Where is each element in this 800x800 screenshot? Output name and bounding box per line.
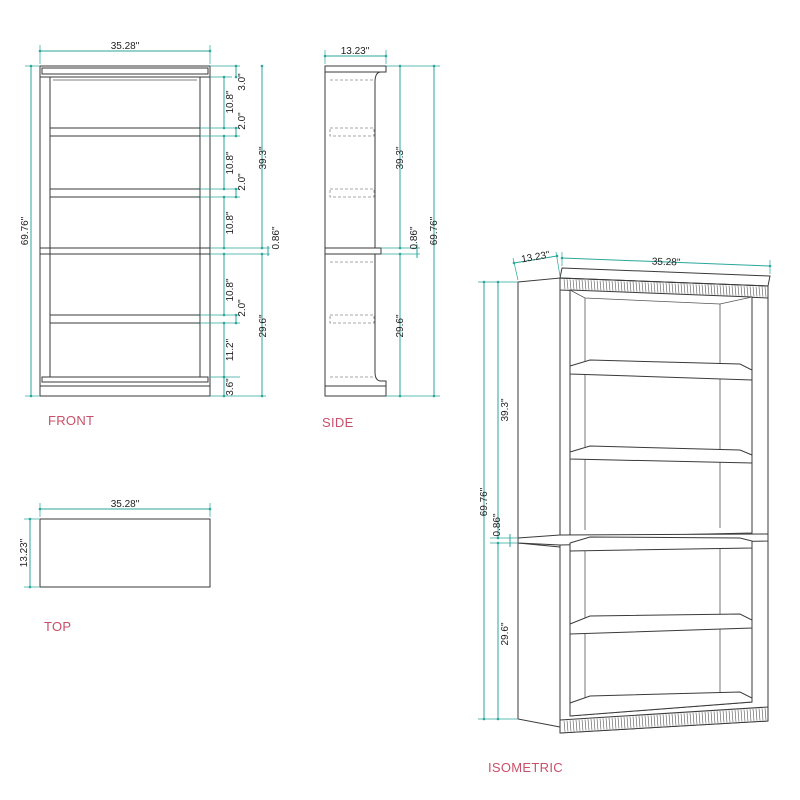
iso-lower-label: 29.6" xyxy=(500,622,511,645)
side-view: 13.23" 39.3" 29.6" 0.86" 69.76" SIDE xyxy=(322,46,440,430)
front-shelf2-label: 2.0" xyxy=(237,173,248,191)
top-width-label: 35.28" xyxy=(111,499,140,510)
front-gap2-label: 10.8" xyxy=(225,151,236,174)
iso-depth-label: 13.23" xyxy=(521,250,551,266)
side-depth-label: 13.23" xyxy=(341,46,370,57)
base-hatch xyxy=(563,708,767,732)
iso-upper-label: 39.3" xyxy=(500,398,511,421)
front-gap4-label: 10.8" xyxy=(225,278,236,301)
iso-height-label: 69.76" xyxy=(479,487,490,516)
front-width-label: 35.28" xyxy=(111,41,140,52)
front-upper-label: 39.3" xyxy=(258,146,269,169)
side-height-label: 69.76" xyxy=(429,216,440,245)
front-gap3-label: 10.8" xyxy=(225,211,236,234)
iso-divider-label: 0.86" xyxy=(492,513,503,536)
side-upper-label: 39.3" xyxy=(395,146,406,169)
front-lower-label: 29.6" xyxy=(258,314,269,337)
front-divider-label: 0.86" xyxy=(271,226,282,249)
side-view-title: SIDE xyxy=(322,415,354,430)
front-crown-label: 3.0" xyxy=(237,73,248,91)
isometric-view-title: ISOMETRIC xyxy=(488,760,563,775)
front-gap1-label: 10.8" xyxy=(225,90,236,113)
side-divider-label: 0.86" xyxy=(409,226,420,249)
side-lower-label: 29.6" xyxy=(395,314,406,337)
top-view-title: TOP xyxy=(44,619,71,634)
top-depth-label: 13.23" xyxy=(19,538,30,567)
crown-hatch xyxy=(563,279,767,297)
front-shelf1-label: 2.0" xyxy=(237,112,248,130)
front-shelf3-label: 2.0" xyxy=(237,299,248,317)
front-base-label: 3.6" xyxy=(225,378,236,396)
front-view: 35.28" 69.76" 10.8" 10.8" 10 xyxy=(20,41,282,428)
isometric-view: 13.23" 35.28" 69.76" 39.3" 0.86" 29.6" I… xyxy=(478,250,772,775)
front-view-title: FRONT xyxy=(48,413,94,428)
top-view: 35.28" 13.23" TOP xyxy=(19,499,212,634)
iso-width-label: 35.28" xyxy=(652,257,681,269)
front-height-label: 69.76" xyxy=(20,216,31,245)
front-gap5-label: 11.2" xyxy=(225,338,236,361)
